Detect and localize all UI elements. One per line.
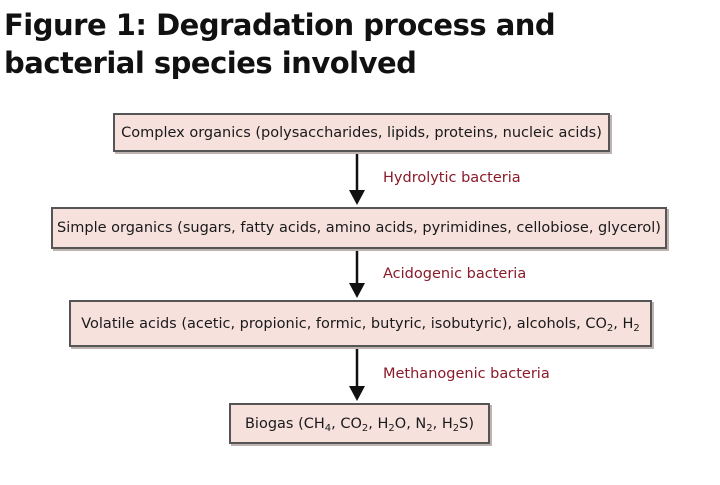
- figure-title-line-2: bacterial species involved: [4, 46, 417, 80]
- subscript: 4: [324, 422, 332, 434]
- biogas-prefix: Biogas (CH: [244, 415, 325, 432]
- complex-organics-text: Complex organics (polysaccharides, lipid…: [121, 124, 602, 141]
- subscript: 2: [606, 322, 614, 334]
- subscript: 2: [361, 422, 369, 434]
- separator: O, N: [394, 415, 427, 432]
- subscript: 2: [452, 422, 460, 434]
- subscript: 2: [388, 422, 395, 434]
- separator: , CO: [331, 415, 362, 432]
- subscript: 2: [426, 422, 433, 434]
- arrow-down-icon: [345, 154, 369, 206]
- complex-organics-box: Complex organics (polysaccharides, lipid…: [113, 113, 610, 152]
- hydrolytic-bacteria-label: Hydrolytic bacteria: [383, 170, 521, 186]
- biogas-box: Biogas (CH4, CO2, H2O, N2, H2S): [229, 403, 490, 444]
- volatile-acids-text: Volatile acids (acetic, propionic, formi…: [81, 315, 640, 334]
- simple-organics-box: Simple organics (sugars, fatty acids, am…: [51, 207, 667, 249]
- figure-title: Figure 1: Degradation process and bacter…: [4, 6, 556, 82]
- biogas-text: Biogas (CH4, CO2, H2O, N2, H2S): [244, 415, 475, 434]
- volatile-acids-main: Volatile acids (acetic, propionic, formi…: [81, 315, 607, 332]
- figure-title-line-1: Figure 1: Degradation process and: [4, 8, 556, 42]
- volatile-acids-box: Volatile acids (acetic, propionic, formi…: [69, 300, 652, 347]
- subscript: 2: [633, 322, 640, 334]
- arrow-down-icon: [345, 349, 369, 402]
- acidogenic-bacteria-label: Acidogenic bacteria: [383, 266, 527, 282]
- simple-organics-text: Simple organics (sugars, fatty acids, am…: [57, 220, 661, 236]
- biogas-suffix: S): [459, 415, 475, 432]
- methanogenic-bacteria-label: Methanogenic bacteria: [383, 366, 550, 382]
- separator: , H: [368, 415, 389, 432]
- separator: , H: [432, 415, 453, 432]
- separator: , H: [613, 315, 634, 332]
- arrow-down-icon: [345, 251, 369, 299]
